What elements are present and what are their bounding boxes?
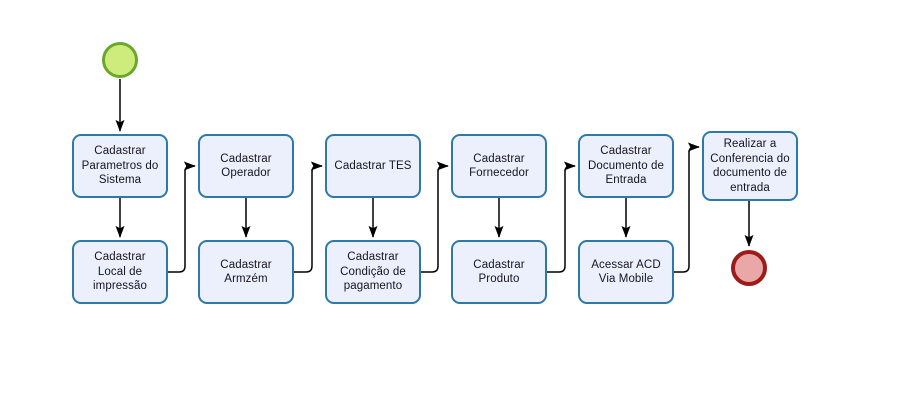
task-label: Cadastrar Parametros do Sistema [81,145,159,187]
task-label: Cadastrar Condição de pagamento [340,251,406,293]
task-cadastrar-produto[interactable]: Cadastrar Produto [451,240,547,304]
task-cadastrar-armzem[interactable]: Cadastrar Armzém [198,240,294,304]
task-label: Realizar a Conferencia do documento de e… [710,138,790,194]
task-label: Cadastrar Fornecedor [469,152,529,180]
task-cadastrar-local-de-impressao[interactable]: Cadastrar Local de impressão [72,240,168,304]
task-cadastrar-operador[interactable]: Cadastrar Operador [198,134,294,198]
task-cadastrar-tes[interactable]: Cadastrar TES [325,134,421,198]
task-acessar-acd-via-mobile[interactable]: Acessar ACD Via Mobile [578,240,674,304]
task-cadastrar-fornecedor[interactable]: Cadastrar Fornecedor [451,134,547,198]
task-label: Cadastrar Local de impressão [93,251,147,293]
task-cadastrar-condicao-de-pagamento[interactable]: Cadastrar Condição de pagamento [325,240,421,304]
flow-t8-to-t9 [547,161,576,273]
task-cadastrar-parametros-do-sistema[interactable]: Cadastrar Parametros do Sistema [72,134,168,198]
flow-t6-to-t7 [421,161,449,273]
flow-t10-to-t11 [674,142,700,273]
task-label: Cadastrar Armzém [220,258,272,286]
task-cadastrar-documento-de-entrada[interactable]: Cadastrar Documento de Entrada [578,134,674,198]
task-label: Cadastrar Produto [473,258,525,286]
flow-t2-to-t3 [168,161,196,273]
task-label: Cadastrar TES [334,159,412,172]
end-event[interactable] [731,250,767,286]
task-label: Cadastrar Operador [220,152,272,180]
start-event[interactable] [102,42,138,78]
task-label: Acessar ACD Via Mobile [591,258,661,286]
flow-t4-to-t5 [294,161,323,273]
task-realizar-conferencia-documento-entrada[interactable]: Realizar a Conferencia do documento de e… [702,131,798,201]
task-label: Cadastrar Documento de Entrada [588,145,664,187]
